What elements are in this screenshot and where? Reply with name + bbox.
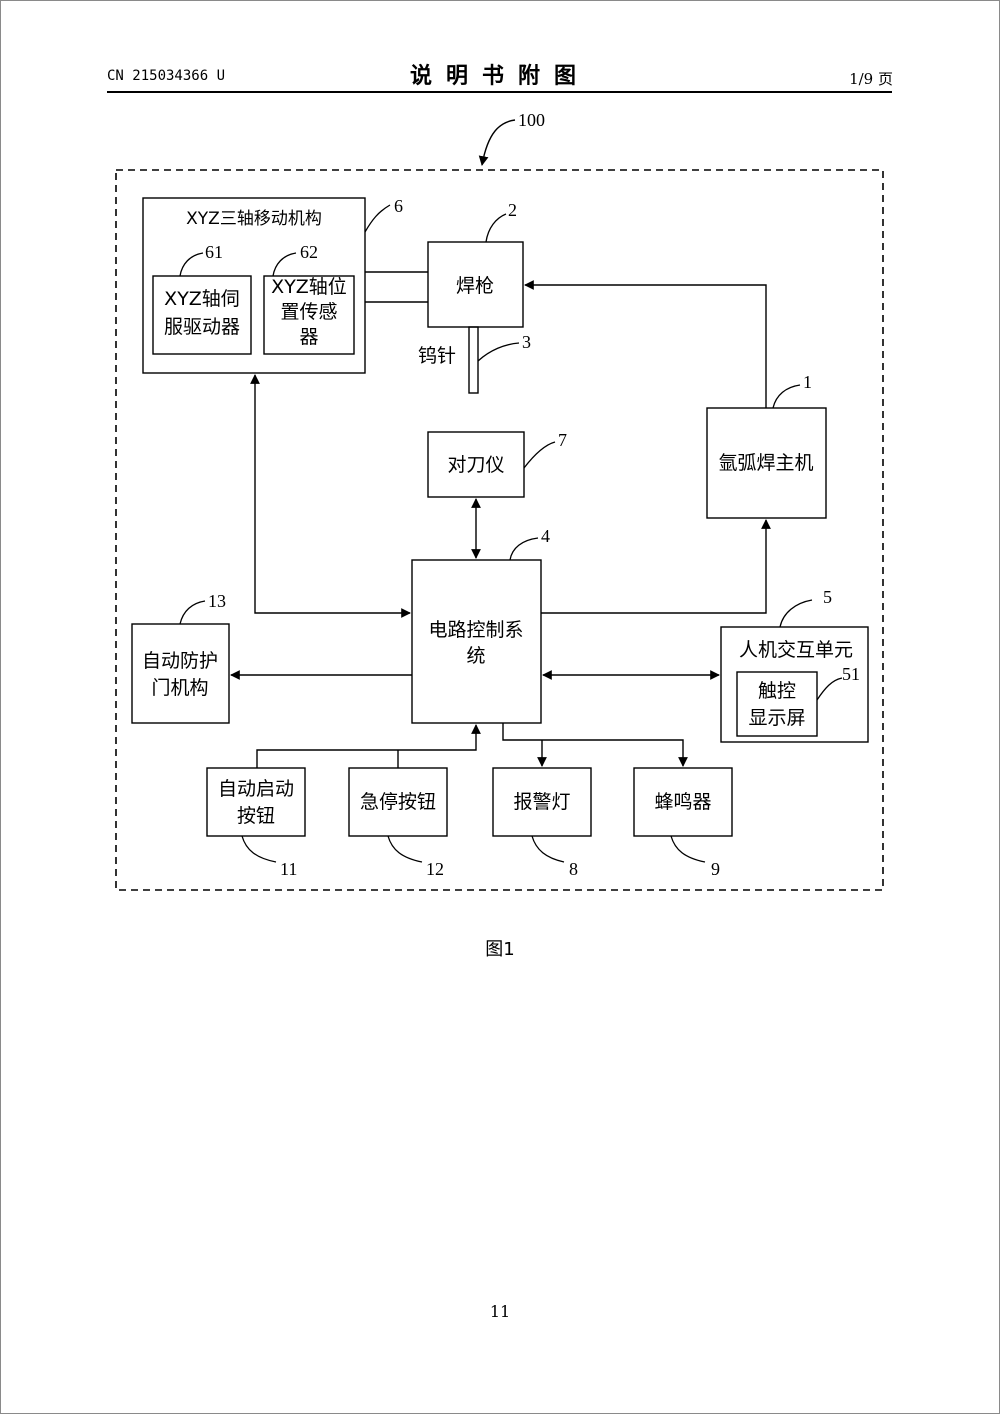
servo-driver-line2: 服驱动器 <box>164 316 240 338</box>
position-sensor-line3: 器 <box>299 326 318 348</box>
leader-51 <box>816 677 843 701</box>
ref-5: 5 <box>823 587 832 607</box>
protective-door-line2: 门机构 <box>151 677 208 699</box>
leader-12 <box>387 835 423 863</box>
patent-number: CN 215034366 U <box>107 68 226 84</box>
protective-door-box <box>131 623 230 724</box>
leader-4 <box>509 537 539 561</box>
hmi-unit-label: 人机交互单元 <box>739 639 853 661</box>
xyz-mechanism-label: XYZ三轴移动机构 <box>186 209 322 229</box>
page-number: 11 <box>489 1302 511 1321</box>
ref-12: 12 <box>426 859 444 879</box>
argon-welder-label: 氩弧焊主机 <box>718 452 813 474</box>
leader-5 <box>779 599 813 628</box>
position-sensor-line1: XYZ轴位 <box>271 276 347 298</box>
leader-2 <box>485 213 507 243</box>
arrow-welder-to-gun <box>524 280 767 408</box>
leader-61 <box>179 252 204 277</box>
leader-11 <box>241 835 277 863</box>
leader-3 <box>477 342 520 362</box>
control-system-line2: 统 <box>466 645 485 667</box>
control-system-line1: 电路控制系 <box>428 619 523 641</box>
touch-display-line2: 显示屏 <box>748 707 805 729</box>
protective-door-line1: 自动防护 <box>142 650 218 672</box>
ref-11: 11 <box>280 859 297 879</box>
emergency-stop-box <box>348 767 448 837</box>
arrow-mechanism-control <box>250 374 411 618</box>
leader-8 <box>531 835 565 863</box>
position-sensor-line2: 置传感 <box>280 301 337 323</box>
leader-13 <box>179 600 206 625</box>
ref-62: 62 <box>300 242 318 262</box>
ref-9: 9 <box>711 859 720 879</box>
emergency-stop-label: 急停按钮 <box>360 791 436 813</box>
ref-3: 3 <box>522 332 531 352</box>
page-info: 1/9 页 <box>849 70 893 88</box>
servo-driver-line1: XYZ轴伺 <box>164 288 240 310</box>
servo-driver-box <box>152 275 252 355</box>
ref-13: 13 <box>208 591 226 611</box>
tungsten-needle-shape <box>468 326 479 394</box>
xyz-mechanism-box <box>142 197 366 374</box>
leader-6 <box>364 204 391 233</box>
position-sensor-box <box>263 275 355 355</box>
buzzer-box <box>633 767 733 837</box>
ref-6: 6 <box>394 196 403 216</box>
tool-setter-box <box>427 431 525 498</box>
tungsten-needle-label: 钨针 <box>418 345 456 367</box>
touch-display-box <box>736 671 818 737</box>
leader-100 <box>478 119 516 166</box>
ref-51: 51 <box>842 664 860 684</box>
arrow-control-welder <box>541 519 771 614</box>
auto-start-line2: 按钮 <box>237 805 275 827</box>
welding-gun-label: 焊枪 <box>456 275 494 297</box>
ref-61: 61 <box>205 242 223 262</box>
control-system-box <box>411 559 542 724</box>
buzzer-label: 蜂鸣器 <box>654 791 711 813</box>
ref-4: 4 <box>541 526 550 546</box>
ref-7: 7 <box>558 430 567 450</box>
ref-8: 8 <box>569 859 578 879</box>
ref-1: 1 <box>803 372 812 392</box>
alarm-light-box <box>492 767 592 837</box>
alarm-light-label: 报警灯 <box>513 791 570 813</box>
hmi-unit-box <box>720 626 869 743</box>
ref-100: 100 <box>518 110 545 130</box>
auto-start-line1: 自动启动 <box>218 778 294 800</box>
touch-display-line1: 触控 <box>758 680 796 702</box>
output-bus <box>502 723 688 767</box>
page-title: 说明书附图 <box>409 64 590 89</box>
figure-caption: 图1 <box>485 939 514 960</box>
leader-7 <box>523 441 556 469</box>
header-rule <box>107 91 892 93</box>
input-bus <box>256 724 481 768</box>
leader-1 <box>772 384 801 409</box>
leader-9 <box>670 835 706 863</box>
tool-setter-label: 对刀仪 <box>447 454 504 476</box>
ref-2: 2 <box>508 200 517 220</box>
leader-62 <box>272 252 297 277</box>
auto-start-button-box <box>206 767 306 837</box>
